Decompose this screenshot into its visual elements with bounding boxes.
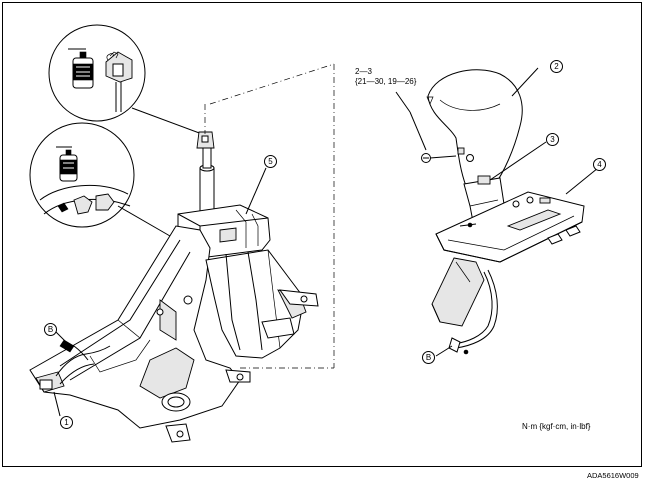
- shift-knob: [427, 67, 539, 191]
- callout-b-left: B: [44, 323, 57, 336]
- figure-code: ADA5616W009: [587, 471, 639, 480]
- callout-3: 3: [546, 133, 559, 146]
- diagram-frame: [2, 2, 642, 467]
- callout-5: 5: [264, 155, 277, 168]
- callout-2: 2: [550, 60, 563, 73]
- callout-4: 4: [593, 158, 606, 171]
- torque-spec-line1: 2—3: [355, 67, 372, 76]
- detail-circle-cable-end: [48, 24, 203, 135]
- alignment-lines: [204, 63, 335, 369]
- detail-circle-lever-slot: [29, 122, 171, 237]
- units-note: N·m {kgf·cm, in·lbf}: [522, 422, 591, 431]
- callout-b-right: B: [422, 351, 435, 364]
- knob-screw: [395, 91, 457, 163]
- torque-spec-line2: {21—30, 19—26}: [355, 77, 417, 86]
- grease-tube-icon-2: [56, 146, 78, 182]
- callout-1: 1: [60, 416, 73, 429]
- selector-indicator-panel: [431, 167, 599, 357]
- shift-lever-base-assembly: [29, 131, 319, 443]
- grease-tube-icon: [68, 48, 94, 89]
